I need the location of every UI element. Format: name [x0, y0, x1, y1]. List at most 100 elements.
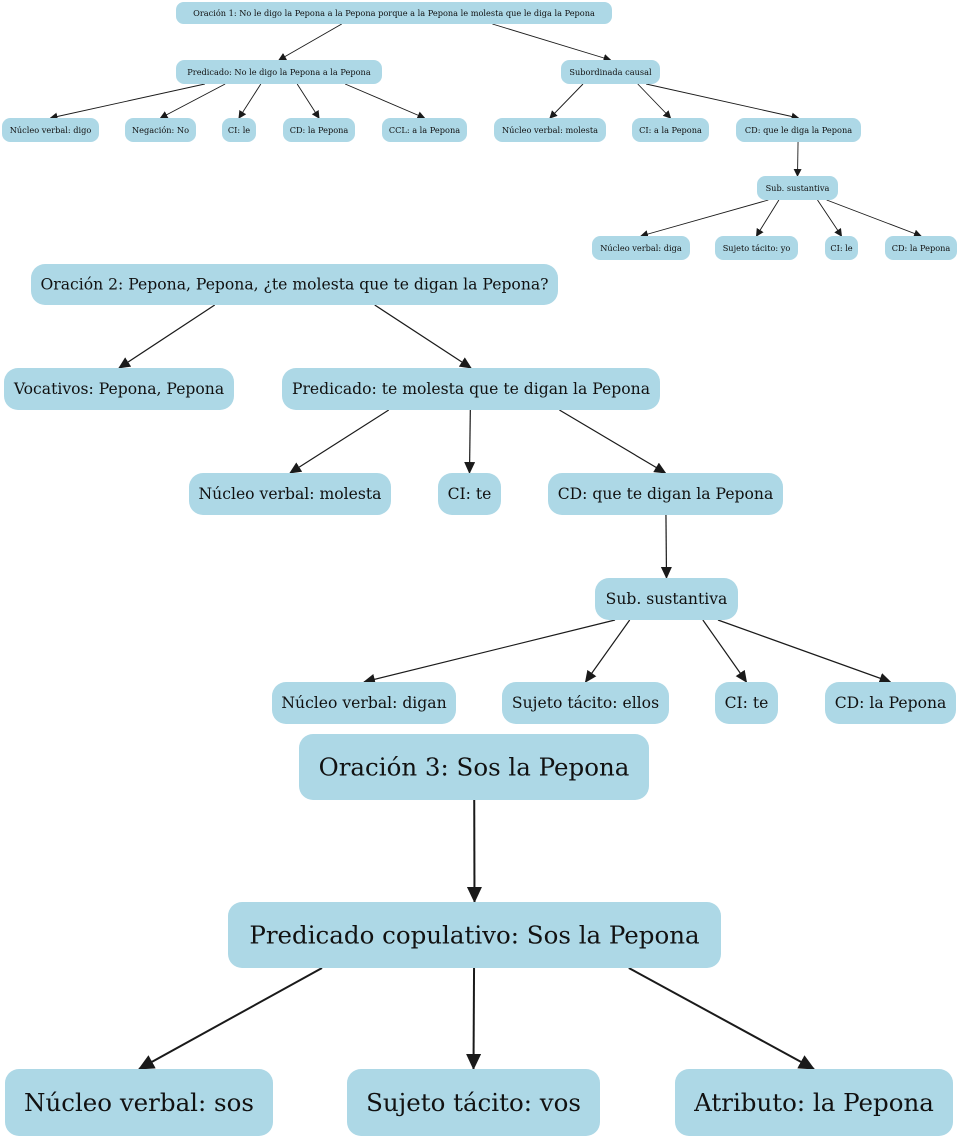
node-o1-ss-ci: CI: le: [825, 236, 858, 260]
node-o1-nv: Núcleo verbal: digo: [2, 118, 99, 142]
node-label: Oración 2: Pepona, Pepona, ¿te molesta q…: [40, 276, 548, 294]
node-box: [825, 682, 956, 724]
node-box: [592, 236, 690, 260]
node-label: Predicado copulativo: Sos la Pepona: [249, 921, 699, 950]
node-o1-ci: CI: le: [222, 118, 256, 142]
node-box: [675, 1069, 953, 1136]
node-label: Predicado: No le digo la Pepona a la Pep…: [187, 67, 371, 77]
edge-t1-o1_pred-to-o1_cd: [296, 83, 320, 119]
edge-t1-o1-to-o1_pred: [278, 23, 342, 61]
edge-t2-o2_ss-to-o2_ss_ci: [702, 619, 748, 683]
node-label: CI: a la Pepona: [639, 125, 702, 135]
node-box: [825, 236, 858, 260]
edge-t2-o2_cd-to-o2_ss: [660, 514, 672, 579]
node-o3-atr: Atributo: la Pepona: [675, 1069, 953, 1136]
node-o1-sub: Subordinada causal: [561, 60, 660, 84]
edge-t3-o3_pred-to-o3_atr: [628, 967, 815, 1070]
node-box: [4, 368, 234, 410]
node-box: [885, 236, 957, 260]
node-label: CI: te: [725, 694, 769, 712]
node-box: [5, 1069, 273, 1136]
node-label: Oración 3: Sos la Pepona: [319, 753, 630, 782]
node-o2-voc: Vocativos: Pepona, Pepona: [4, 368, 234, 410]
node-box: [548, 473, 783, 515]
edges-layer: [49, 23, 922, 1070]
node-label: Núcleo verbal: molesta: [199, 485, 382, 503]
edge-t3-o3_pred-to-o3_suj: [466, 967, 482, 1070]
node-label: Negación: No: [132, 125, 189, 135]
node-label: Núcleo verbal: molesta: [502, 125, 598, 135]
edge-t2-o2_pred-to-o2_nv: [289, 409, 390, 474]
edge-t1-o1_ss-to-o1_ss_ci: [817, 199, 843, 237]
node-o2-nv: Núcleo verbal: molesta: [189, 473, 391, 515]
edge-t1-o1_s_cd-to-o1_ss: [793, 141, 802, 177]
node-box: [757, 176, 838, 200]
edge-t1-o1_ss-to-o1_ss_cd: [826, 199, 922, 238]
node-box: [176, 60, 382, 84]
node-box: [272, 682, 456, 724]
node-o2-pred: Predicado: te molesta que te digan la Pe…: [282, 368, 660, 410]
node-box: [715, 236, 798, 260]
node-box: [502, 682, 669, 724]
node-label: Sub. sustantiva: [606, 590, 728, 608]
node-o3-nv: Núcleo verbal: sos: [5, 1069, 273, 1136]
node-label: Vocativos: Pepona, Pepona: [13, 380, 224, 398]
node-box: [382, 118, 467, 142]
node-box: [189, 473, 391, 515]
node-o2-ss-cd: CD: la Pepona: [825, 682, 956, 724]
node-box: [283, 118, 355, 142]
node-box: [736, 118, 861, 142]
node-o1-neg: Negación: No: [125, 118, 196, 142]
node-label: Núcleo verbal: diga: [600, 243, 682, 253]
edge-t2-o2-to-o2_pred: [374, 304, 472, 369]
node-o1-s-nv: Núcleo verbal: molesta: [494, 118, 606, 142]
node-label: CD: la Pepona: [290, 125, 349, 135]
node-o3-pred: Predicado copulativo: Sos la Pepona: [228, 902, 721, 968]
node-label: CD: la Pepona: [892, 243, 951, 253]
node-o3: Oración 3: Sos la Pepona: [299, 734, 649, 800]
edge-t1-o1_pred-to-o1_ci: [238, 83, 262, 119]
edge-t2-o2-to-o2_voc: [118, 304, 216, 369]
node-label: CD: la Pepona: [835, 694, 947, 712]
node-o1-s-ci: CI: a la Pepona: [632, 118, 709, 142]
node-box: [299, 734, 649, 800]
edge-t1-o1-to-o1_sub: [492, 23, 612, 62]
node-box: [222, 118, 256, 142]
node-label: Oración 1: No le digo la Pepona a la Pep…: [193, 8, 595, 18]
node-label: Sujeto tácito: vos: [366, 1088, 581, 1117]
node-o1-ccl: CCL: a la Pepona: [382, 118, 467, 142]
node-o1-cd: CD: la Pepona: [283, 118, 355, 142]
node-o1-ss-nv: Núcleo verbal: diga: [592, 236, 690, 260]
node-o2-ss-ci: CI: te: [715, 682, 778, 724]
node-box: [494, 118, 606, 142]
edge-t1-o1_pred-to-o1_nv: [49, 83, 205, 121]
node-label: Núcleo verbal: digan: [281, 694, 446, 712]
node-box: [2, 118, 99, 142]
edge-t1-o1_ss-to-o1_ss_suj: [755, 199, 780, 237]
node-o1-s-cd: CD: que le diga la Pepona: [736, 118, 861, 142]
node-o1-pred: Predicado: No le digo la Pepona a la Pep…: [176, 60, 382, 84]
node-o2-ss-suj: Sujeto tácito: ellos: [502, 682, 669, 724]
node-o1: Oración 1: No le digo la Pepona a la Pep…: [176, 2, 612, 24]
node-o1-ss: Sub. sustantiva: [757, 176, 838, 200]
node-box: [228, 902, 721, 968]
node-label: CD: que le diga la Pepona: [745, 125, 852, 135]
edge-t1-o1_ss-to-o1_ss_nv: [640, 199, 769, 238]
node-box: [282, 368, 660, 410]
node-o2-cd: CD: que te digan la Pepona: [548, 473, 783, 515]
node-label: Sujeto tácito: yo: [723, 243, 791, 253]
edge-t1-o1_pred-to-o1_neg: [159, 83, 226, 119]
edge-t2-o2_ss-to-o2_ss_suj: [584, 619, 631, 683]
node-o2: Oración 2: Pepona, Pepona, ¿te molesta q…: [31, 264, 558, 305]
node-label: Núcleo verbal: sos: [24, 1088, 254, 1117]
node-label: CI: le: [830, 243, 852, 253]
edge-t2-o2_ss-to-o2_ss_nv: [363, 619, 616, 685]
edge-t1-o1_pred-to-o1_ccl: [344, 83, 426, 119]
node-box: [438, 473, 501, 515]
node-label: CI: te: [448, 485, 492, 503]
node-o1-ss-suj: Sujeto tácito: yo: [715, 236, 798, 260]
node-label: Sujeto tácito: ellos: [512, 694, 659, 712]
edge-t2-o2_pred-to-o2_cd: [559, 409, 667, 474]
